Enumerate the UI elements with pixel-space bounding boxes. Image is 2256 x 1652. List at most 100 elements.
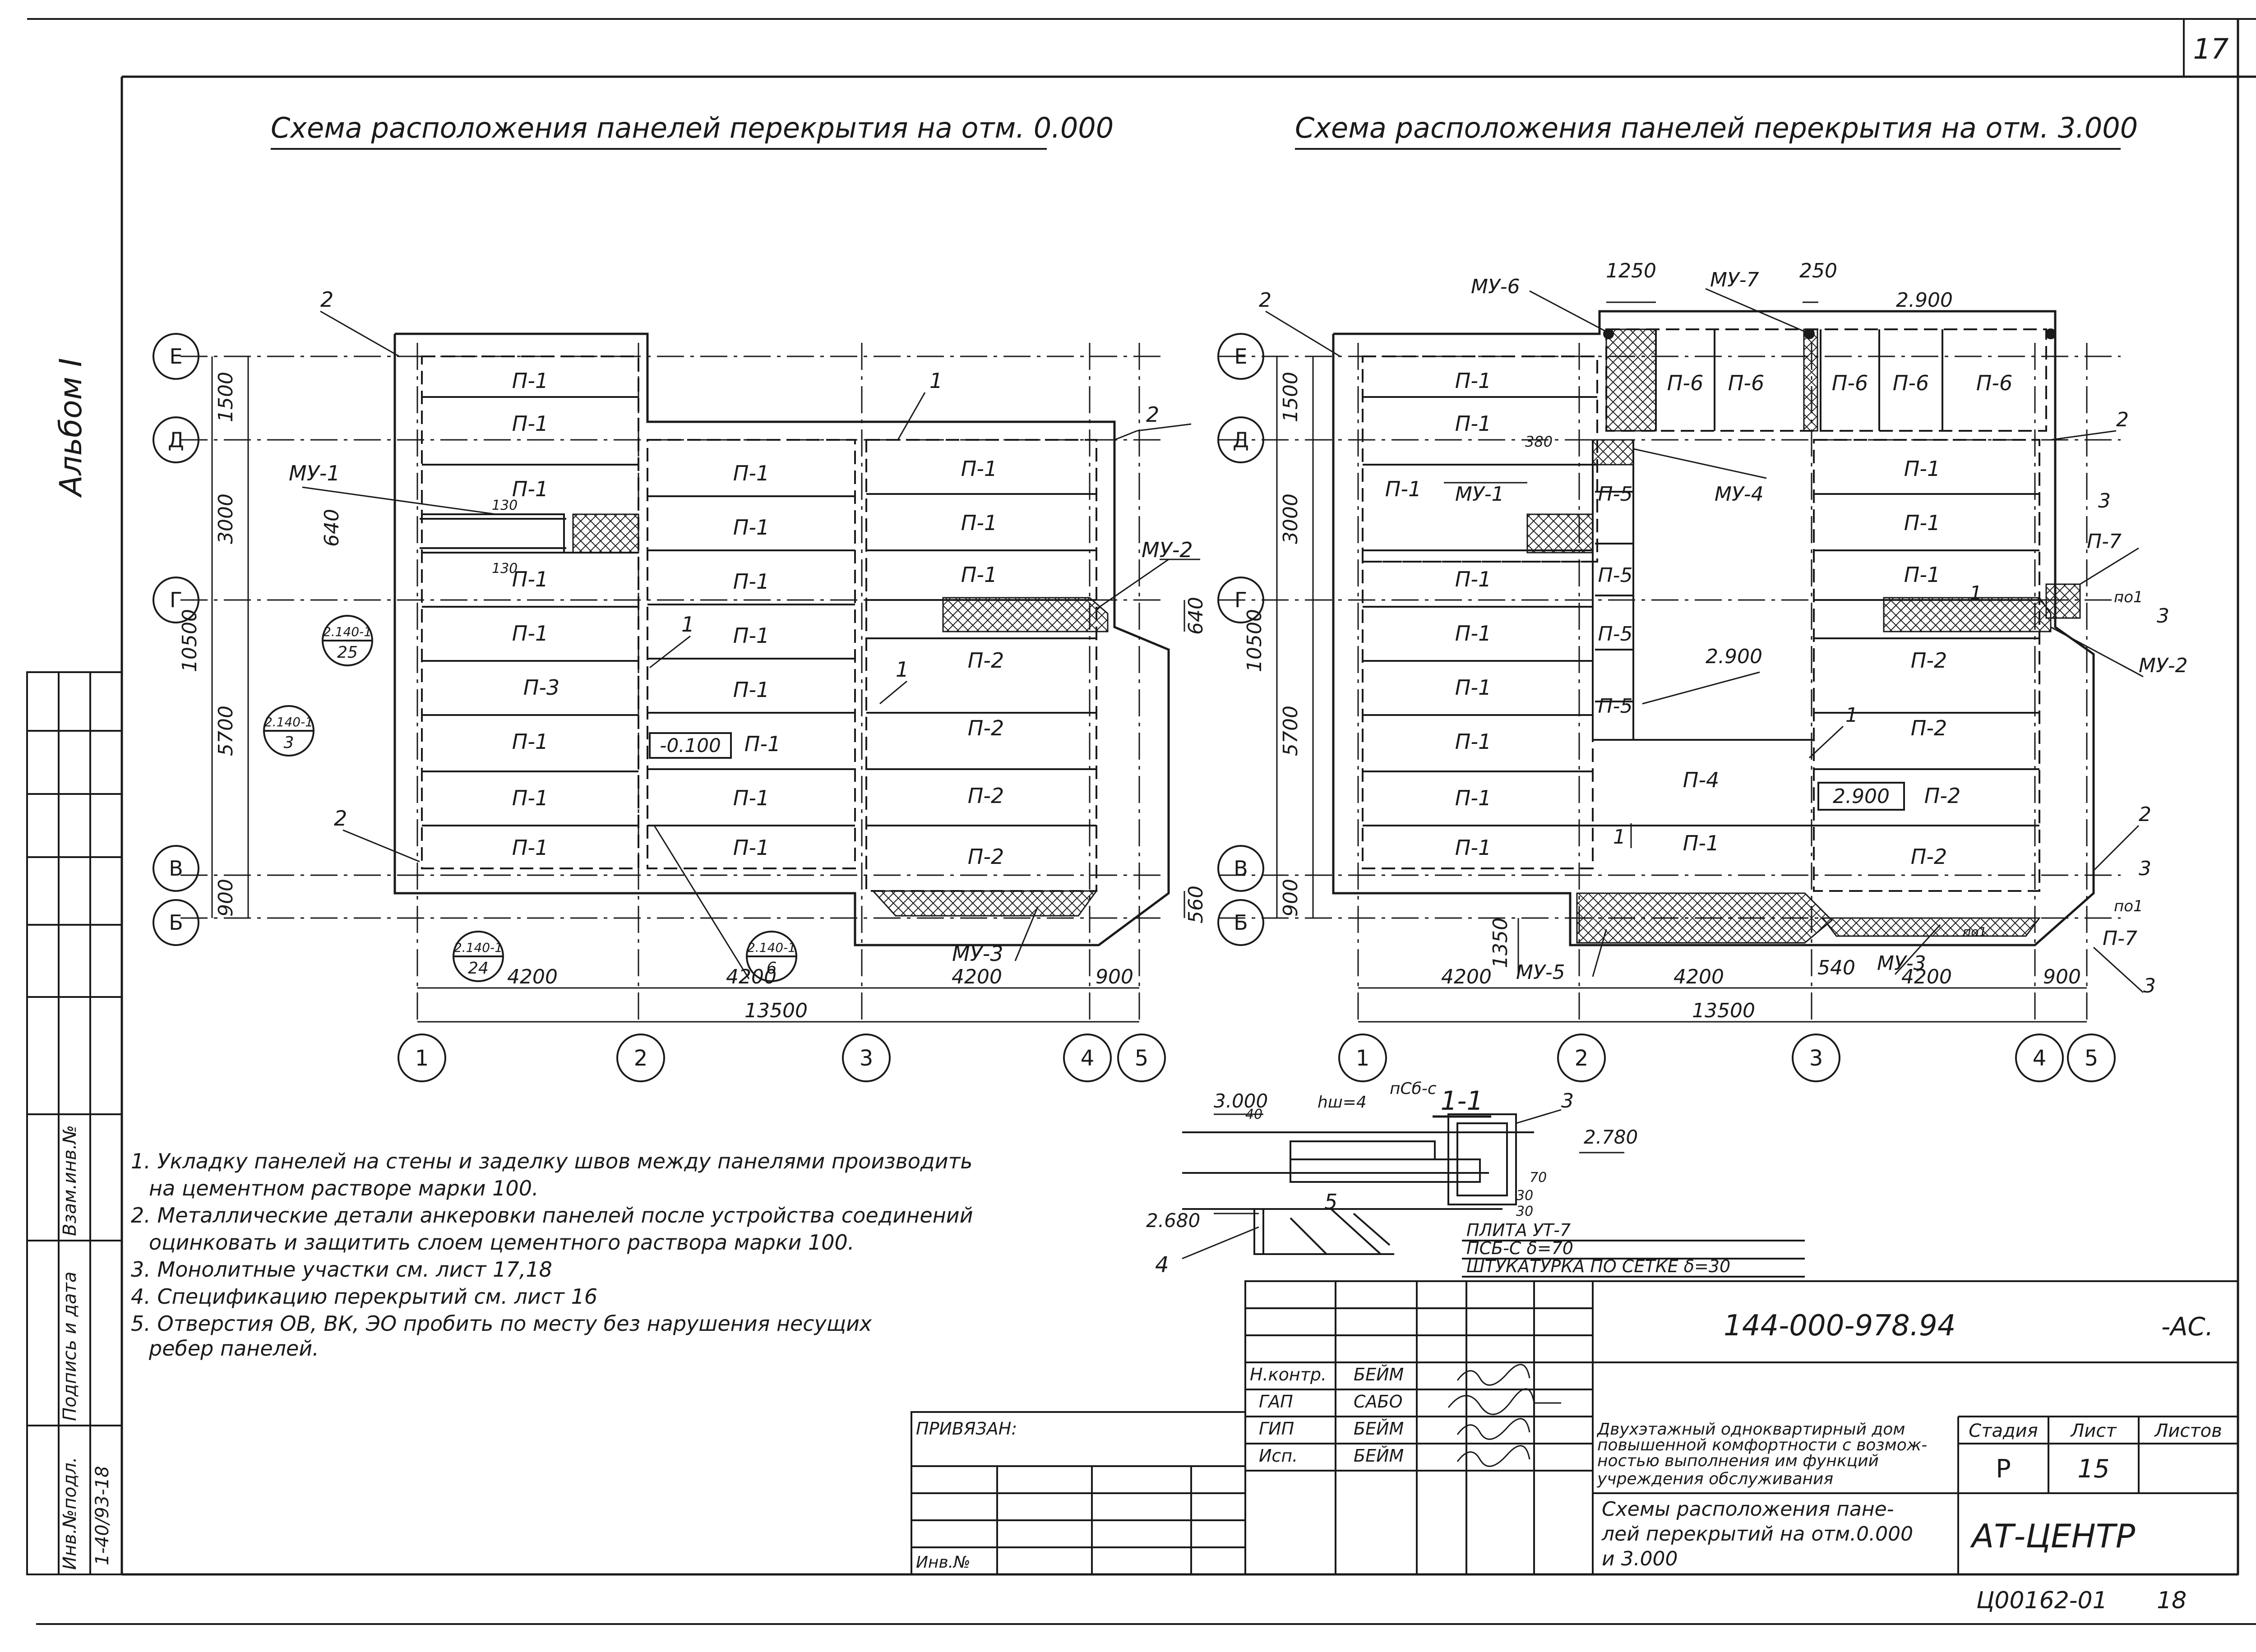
axis-letter: Б: [1234, 910, 1248, 935]
right-mark-2b: 2: [2116, 408, 2129, 431]
left-col2-panels: П-1 П-1 П-1 П-1 П-1 П-1 П-1 П-1: [733, 461, 781, 860]
axis-number: 2: [1575, 1046, 1589, 1071]
name: САБО: [1354, 1392, 1403, 1412]
axis-letter: В: [1234, 856, 1248, 881]
left-mark-1c: 1: [896, 657, 909, 682]
left-ref-circles: 2.140-1 25 2.140-1 3 2.140-1 24 2.140-1 …: [263, 615, 797, 982]
right-p7a-label: П-7: [2087, 530, 2122, 553]
left-plan-title: Схема расположения панелей перекрытия на…: [271, 111, 1114, 144]
privyazan-label: ПРИВЯЗАН:: [916, 1419, 1017, 1439]
left-col3-panels: П-1 П-1 П-1 П-2 П-2 П-2 П-2: [961, 457, 1004, 869]
right-dims: 1500 3000 10500 5700 900 1350 4200 4200 …: [1243, 259, 2081, 1022]
panel-label: П-4: [1683, 768, 1719, 792]
right-col1-panels: П-1 П-1 П-1 П-1 П-1 П-1 П-1 П-1 П-1: [1385, 369, 1491, 860]
doc-code: 144-000-978.94: [1724, 1309, 1956, 1343]
left-level-box: -0.100: [660, 734, 721, 757]
dim: 1500: [1279, 372, 1302, 422]
right-level-box: 2.900: [1833, 785, 1890, 808]
dim: 640: [320, 509, 343, 547]
role: Н.контр.: [1250, 1365, 1327, 1384]
dim: 4200: [1674, 965, 1724, 988]
dim: 900: [1096, 965, 1133, 988]
left-plan: Схема расположения панелей перекрытия на…: [153, 111, 1207, 1082]
right-mu5-label: МУ-5: [1516, 961, 1565, 984]
axis-number: 4: [2033, 1046, 2047, 1071]
album-label: Альбом I: [53, 358, 89, 498]
left-mark-2: 2: [320, 287, 333, 312]
axis-letter: Б: [169, 910, 183, 935]
axis-letter: Е: [1234, 344, 1247, 369]
stamp-vzam-label: Взам.инв.№: [60, 1125, 80, 1236]
doc-suffix: -АС.: [2161, 1312, 2213, 1342]
org-name: АТ-ЦЕНТР: [1970, 1517, 2136, 1555]
section-title: 1-1: [1441, 1085, 1484, 1116]
left-mark-1: 1: [929, 369, 943, 393]
panel-label: П-1: [961, 563, 997, 587]
panel-label: П-1: [1455, 729, 1491, 754]
panel-label: П-1: [1904, 457, 1940, 481]
left-mu1-label: МУ-1: [289, 461, 340, 485]
panel-label: П-5: [1598, 483, 1633, 506]
panel-label: П-6: [1976, 371, 2012, 395]
panel-label: П-1: [733, 569, 769, 594]
ref-top: 2.140-1: [747, 940, 796, 955]
right-po1c: по1: [2114, 588, 2143, 606]
right-mark-2a: 2: [1259, 289, 1271, 312]
section-layer: ПСБ-С δ=70: [1466, 1238, 1573, 1258]
ref-top: 2.140-1: [454, 940, 503, 955]
right-middle-panels: П-4 П-1: [1683, 768, 1719, 855]
panel-label: П-1: [1455, 567, 1491, 591]
left-axis-numbers: 1 2 3 4 5: [398, 1034, 1166, 1082]
left-axis-letters: Е Д Г В Б: [153, 333, 199, 946]
panel-label: П-1: [733, 786, 769, 810]
right-p7b-label: П-7: [2103, 927, 2137, 950]
panel-label: П-1: [1904, 511, 1940, 535]
stamp-podpis-label: Подпись и дата: [60, 1272, 80, 1421]
panel-label: П-1: [744, 732, 781, 756]
right-mark-2c: 2: [2139, 803, 2151, 826]
panel-label: П-2: [968, 844, 1004, 869]
stage-value: Р: [1996, 1454, 2011, 1484]
panel-label: П-6: [1667, 371, 1703, 395]
right-axis-letters: Е Д Г В Б: [1217, 333, 1264, 946]
panel-label: П-2: [968, 784, 1004, 808]
panel-label: П-1: [512, 786, 548, 810]
panel-label: П-2: [1911, 844, 1947, 869]
note-line: ребер панелей.: [148, 1336, 319, 1361]
dim: 560: [1184, 886, 1207, 923]
section-psb: пСб-с: [1390, 1080, 1437, 1098]
dim: 640: [1184, 597, 1207, 635]
right-top-panels: П-6 П-6 П-6 П-6 П-6: [1667, 371, 2012, 395]
left-mark-2b: 2: [1146, 402, 1159, 427]
section-mark-4: 4: [1155, 1252, 1169, 1278]
right-col3-panels: П-1 П-1 П-1 П-2 П-2 П-2 П-2: [1904, 457, 1960, 869]
axis-number: 3: [1809, 1046, 1823, 1071]
section-layer: ШТУКАТУРКА ПО СЕТКЕ δ=30: [1466, 1256, 1730, 1276]
dim: 250: [1799, 259, 1837, 282]
dim: 10500: [178, 609, 201, 672]
title-block: 144-000-978.94 -АС. Н.контр. ГАП ГИП Исп…: [911, 1280, 2239, 1575]
dim: 4200: [507, 965, 558, 988]
ref-bottom: 3: [284, 734, 294, 752]
project-line: учреждения обслуживания: [1597, 1470, 1833, 1488]
axis-number: 2: [634, 1046, 648, 1071]
panel-label: П-5: [1598, 695, 1633, 718]
dim: 10500: [1243, 609, 1266, 672]
left-mu-zones: [572, 513, 1109, 917]
right-mu6-label: МУ-6: [1471, 275, 1520, 298]
section-d70: 70: [1530, 1170, 1547, 1186]
section-mark-3: 3: [1561, 1089, 1574, 1112]
panel-label: П-1: [961, 457, 997, 481]
sheet-title-line: Схемы расположения пане-: [1602, 1498, 1894, 1521]
bottom-code: Ц00162-01: [1976, 1587, 2108, 1614]
dim: 3000: [214, 494, 237, 544]
axis-number: 5: [2085, 1046, 2099, 1071]
panel-label: П-1: [1455, 675, 1491, 700]
right-axis-numbers: 1 2 3 4 5: [1338, 1034, 2116, 1082]
section-mark-5: 5: [1324, 1190, 1337, 1214]
panel-label: П-1: [1683, 831, 1719, 855]
left-mark-1b: 1: [681, 612, 694, 637]
sheet-title-line: лей перекрытий на отм.0.000: [1601, 1523, 1913, 1546]
panel-label: П-5: [1598, 623, 1633, 646]
ref-bottom: 24: [468, 959, 489, 978]
